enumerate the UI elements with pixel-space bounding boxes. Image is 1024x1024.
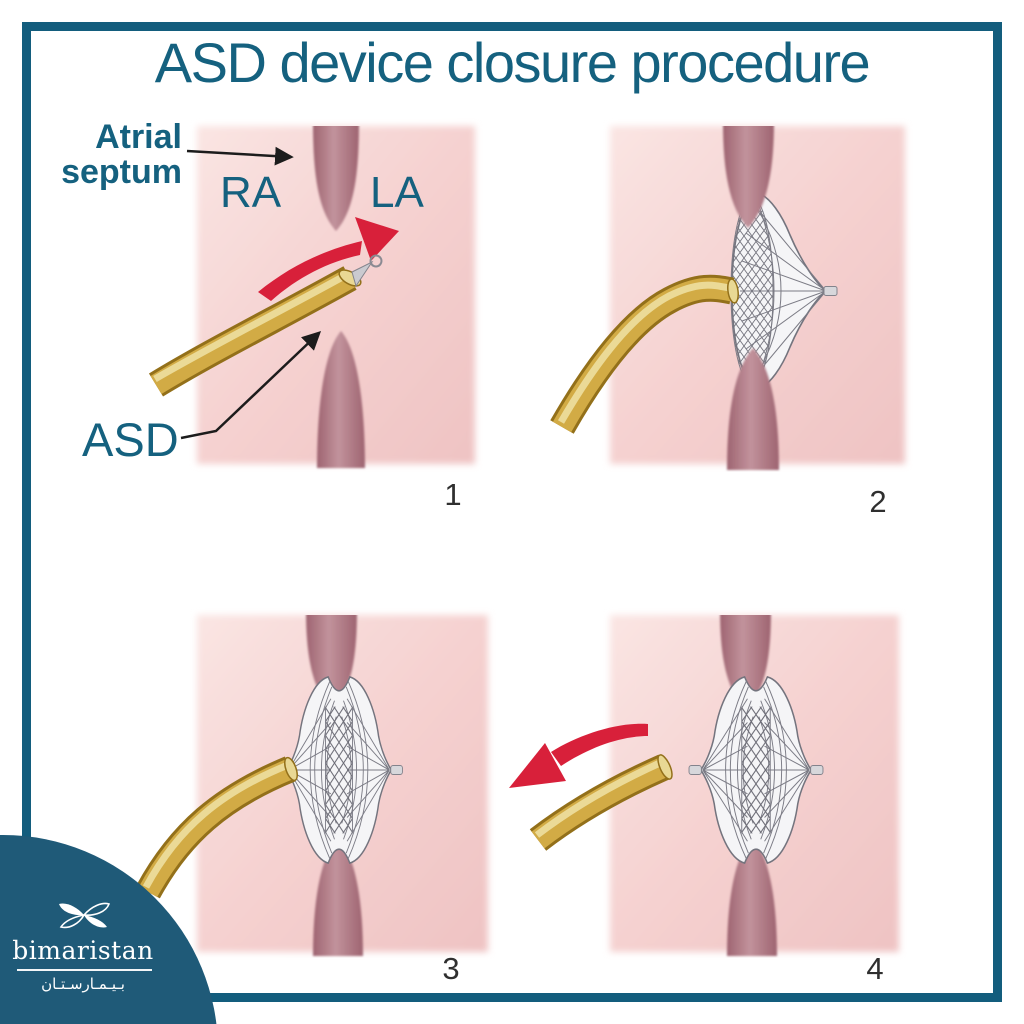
delivery-catheter: [550, 274, 739, 434]
panel-4-illustration: [509, 615, 899, 956]
butterfly-leaves-icon: [59, 902, 111, 929]
shunt-arrow: [258, 217, 399, 301]
label-atrial-septum: Atrial septum: [40, 120, 182, 190]
step-number-3: 3: [442, 951, 460, 986]
catheter-tip-loop: [369, 254, 383, 268]
page-title: ASD device closure procedure: [154, 31, 871, 94]
step-number-1: 1: [444, 477, 462, 512]
withdrawal-arrow: [509, 723, 648, 788]
logo-wordmark-arabic: بـيـمـارسـتـان: [41, 975, 125, 993]
step-number-4: 4: [866, 951, 884, 986]
panel-3-illustration: [136, 615, 488, 956]
label-atrial-septum-line2: septum: [61, 153, 182, 191]
label-right-atrium: RA: [220, 168, 282, 217]
panel-2-illustration: [550, 126, 905, 470]
annotation-arrows: [180, 146, 322, 440]
label-atrial-septum-line1: Atrial: [95, 118, 182, 156]
panel-1-illustration: [148, 126, 475, 468]
delivery-catheter: [136, 756, 298, 899]
delivery-catheter: [148, 254, 383, 397]
step-number-2: 2: [869, 484, 887, 519]
logo-wordmark: bimaristan: [12, 936, 154, 965]
atrial-septum-shape: [313, 126, 365, 468]
atrial-septum-shape: [723, 126, 779, 470]
withdrawn-catheter: [529, 754, 673, 851]
label-asd: ASD: [82, 413, 179, 466]
asd-pointer-arrow: [180, 331, 322, 440]
logo-divider: [17, 969, 152, 971]
device-screw-tip: [351, 260, 374, 288]
septum-pointer-arrow: [186, 146, 294, 166]
label-left-atrium: LA: [370, 168, 424, 217]
